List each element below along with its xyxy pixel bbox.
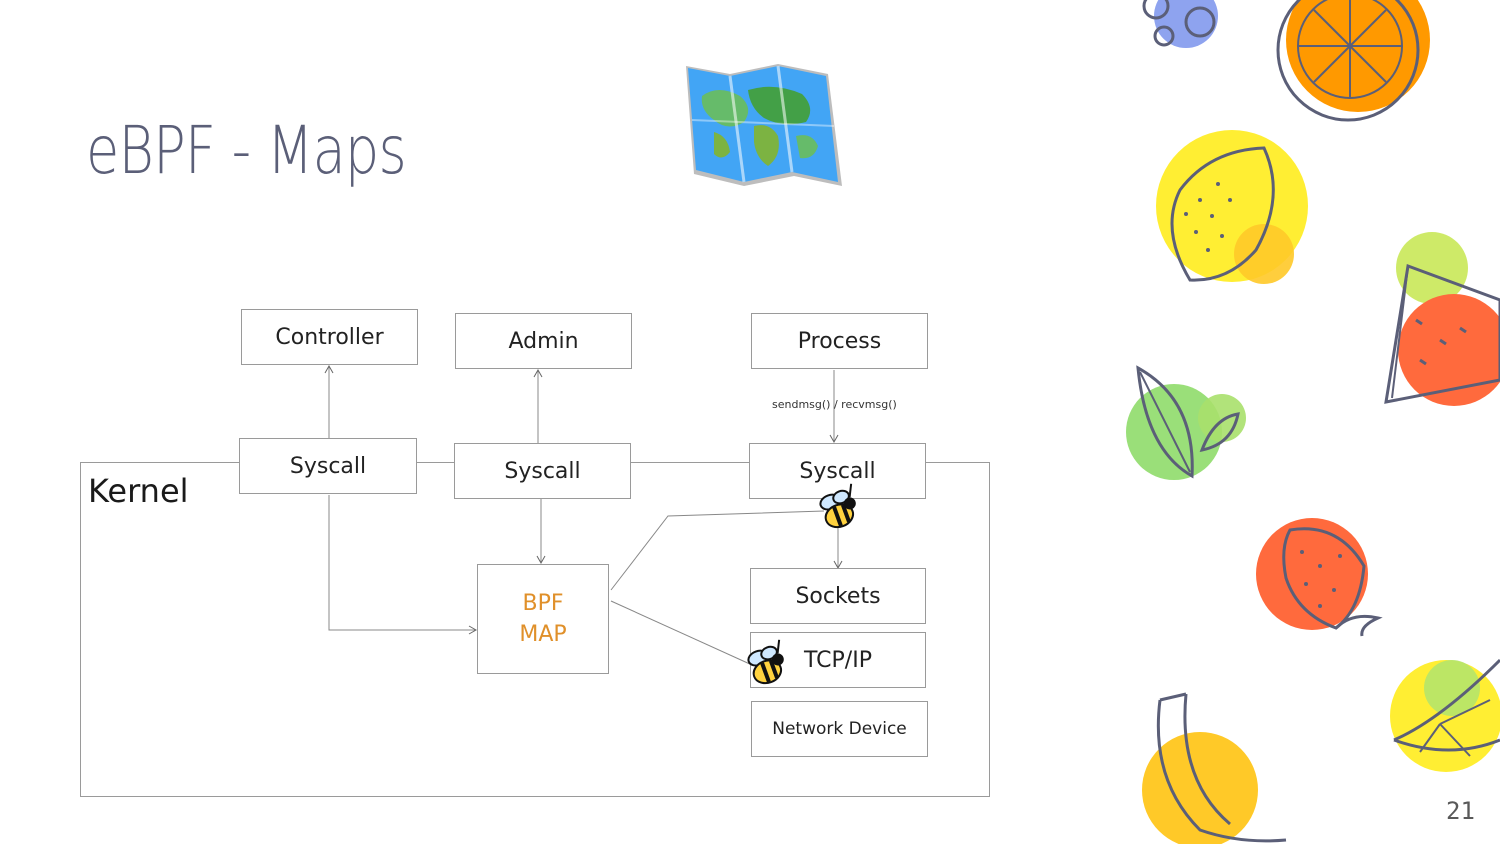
- bpf-map-label-line1: BPF: [522, 591, 564, 616]
- syscall-middle-label: Syscall: [504, 458, 581, 484]
- page-number: 21: [1446, 797, 1475, 825]
- slide-title: eBPF - Maps: [86, 112, 407, 189]
- controller-label: Controller: [275, 324, 384, 350]
- syscall-left-label: Syscall: [289, 453, 367, 479]
- tcp-ip-box: TCP/IP: [750, 632, 926, 688]
- edge-syscall-left-to-map: [328, 495, 478, 635]
- syscall-right-box: Syscall: [749, 443, 926, 499]
- edge-map-to-tcp-hook: [610, 600, 753, 666]
- tcp-ip-label: TCP/IP: [804, 647, 872, 673]
- syscall-left-box: Syscall: [239, 438, 417, 494]
- process-box: Process: [751, 313, 928, 369]
- sockets-label: Sockets: [795, 583, 881, 609]
- bpf-map-box: BPF MAP: [477, 564, 609, 674]
- admin-label: Admin: [508, 328, 579, 354]
- syscall-right-label: Syscall: [799, 458, 876, 484]
- sockets-box: Sockets: [750, 568, 926, 624]
- syscall-middle-box: Syscall: [454, 443, 631, 499]
- bpf-map-label: BPF MAP: [519, 588, 566, 650]
- controller-box: Controller: [241, 309, 418, 365]
- edge-label: sendmsg() / recvmsg(): [772, 398, 897, 411]
- bpf-map-label-line2: MAP: [519, 622, 567, 647]
- edge-map-to-syscall-hook: [610, 510, 825, 591]
- network-device-label: Network Device: [772, 719, 907, 739]
- admin-box: Admin: [455, 313, 632, 369]
- process-label: Process: [797, 328, 882, 354]
- network-device-box: Network Device: [751, 701, 928, 757]
- kernel-label: Kernel: [88, 472, 189, 510]
